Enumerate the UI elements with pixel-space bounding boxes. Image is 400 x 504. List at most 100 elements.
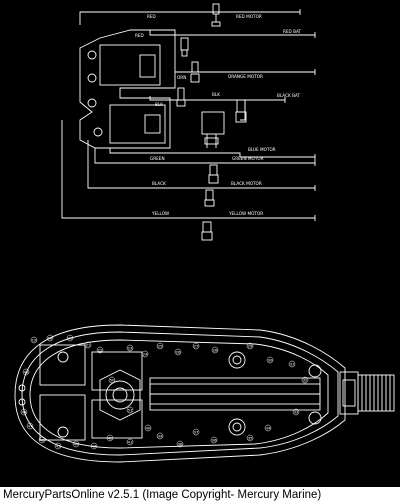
wire-label-blk-2: BLK [212,92,220,97]
callout-number[interactable]: 24 [143,351,148,356]
callout-number[interactable]: 42 [108,435,113,440]
callout-number[interactable]: 28 [213,347,218,352]
wire-label-yellow-motor: YELLOW MOTOR [228,211,263,216]
wire-label-blk: BLK [155,102,163,107]
callout-number[interactable]: 27 [194,343,199,348]
connector-icon [190,61,200,83]
callout-circle [174,348,182,356]
callout-circle [141,350,149,358]
callout-circle [144,424,152,432]
housing-drawing [14,324,395,463]
wire-label-red: RED [147,14,156,19]
callout-number[interactable]: 39 [158,433,163,438]
callout-number[interactable]: 50 [110,377,115,382]
callout-circle [66,334,74,342]
callout-circle [38,436,46,444]
callout-circle [84,341,92,349]
wiring-and-housing-diagram: RED RED MOTOR RED BAT RED ORN ORANGE MOT… [14,3,395,463]
callout-circle [292,408,300,416]
motor-lead-block [201,111,225,148]
callout-circle [210,436,218,444]
callout-circle [288,360,296,368]
callout-number[interactable]: 33 [294,409,299,414]
callout-number[interactable]: 31 [290,361,295,366]
callout-number[interactable]: 23 [128,345,133,350]
connector-icon [204,189,215,207]
callout-circle [22,368,30,376]
callout-number[interactable]: 49 [24,369,29,374]
wire-label-green: GREEN [150,156,165,161]
callout-number[interactable]: 20 [68,335,73,340]
callout-circle [192,428,200,436]
callout-number[interactable]: 19 [32,337,37,342]
callout-number[interactable]: 22 [98,347,103,352]
callout-number[interactable]: 18 [48,335,53,340]
connector-icon [235,99,247,123]
callout-number[interactable]: 21 [86,342,91,347]
callout-circle [20,408,28,416]
callout-number[interactable]: 35 [248,435,253,440]
callout-number[interactable]: 26 [176,349,181,354]
wire-label-red-2: RED [135,33,144,38]
callout-circle [301,376,309,384]
callout-circle [90,442,98,450]
callout-circle [108,376,116,384]
callout-circle [46,334,54,342]
copyright-footer: MercuryPartsOnline v2.5.1 (Image Copyrig… [3,489,322,501]
callout-circle [54,442,62,450]
callout-circle [126,406,134,414]
wire-label-black: BLACK [152,181,166,186]
connector-icon [208,164,219,184]
callout-circle [26,422,34,430]
wire-label-orn: ORN [177,75,186,80]
switch-board-outline [79,29,176,149]
callout-number[interactable]: 25 [158,343,163,348]
wire-label-black-bat: BLACK BAT [277,93,301,98]
callout-number[interactable]: 44 [74,441,79,446]
callout-circle [30,336,38,344]
callout-number[interactable]: 40 [146,425,151,430]
connector-icon [180,37,189,57]
callout-number[interactable]: 32 [303,377,308,382]
connector-icon [201,221,213,241]
upper-board-icon [99,44,161,86]
callout-number[interactable]: 36 [212,437,217,442]
callout-circle [106,434,114,442]
callout-number[interactable]: 45 [56,443,61,448]
callout-number[interactable]: 46 [40,437,45,442]
callout-number[interactable]: 34 [266,425,271,430]
wire-label-yellow: YELLOW [151,211,169,216]
callout-circle [264,424,272,432]
wire-label-blue-motor: BLUE MOTOR [248,147,276,152]
callout-circle [246,434,254,442]
wire-label-orange-motor: ORANGE MOTOR [228,74,263,79]
callout-circle [266,356,274,364]
callout-circle [211,346,219,354]
callout-number[interactable]: 43 [92,443,97,448]
callout-circle [126,344,134,352]
footer-bar: MercuryPartsOnline v2.5.1 (Image Copyrig… [0,487,400,504]
wire-label-red-bat: RED BAT [283,29,302,34]
callout-circle [126,438,134,446]
callout-circle [96,346,104,354]
callout-number[interactable]: 48 [22,409,27,414]
callout-number[interactable]: 29 [248,343,253,348]
wire-label-green-motor: GREEN MOTOR [232,156,264,161]
lower-board-icon [109,104,166,144]
callout-number[interactable]: 47 [28,423,33,428]
connector-icon [176,87,186,107]
callout-number[interactable]: 38 [178,441,183,446]
callout-number[interactable]: 30 [268,357,273,362]
callout-circle [192,342,200,350]
wire-label-black-motor: BLACK MOTOR [231,181,262,186]
callout-circle [156,432,164,440]
callout-circle [176,440,184,448]
callout-number[interactable]: 41 [128,439,133,444]
callout-circle [246,342,254,350]
callout-circle [156,342,164,350]
callout-circle [72,440,80,448]
wire-label-red-motor: RED MOTOR [236,14,262,19]
callout-number[interactable]: 37 [194,429,199,434]
callout-number[interactable]: 51 [128,407,133,412]
